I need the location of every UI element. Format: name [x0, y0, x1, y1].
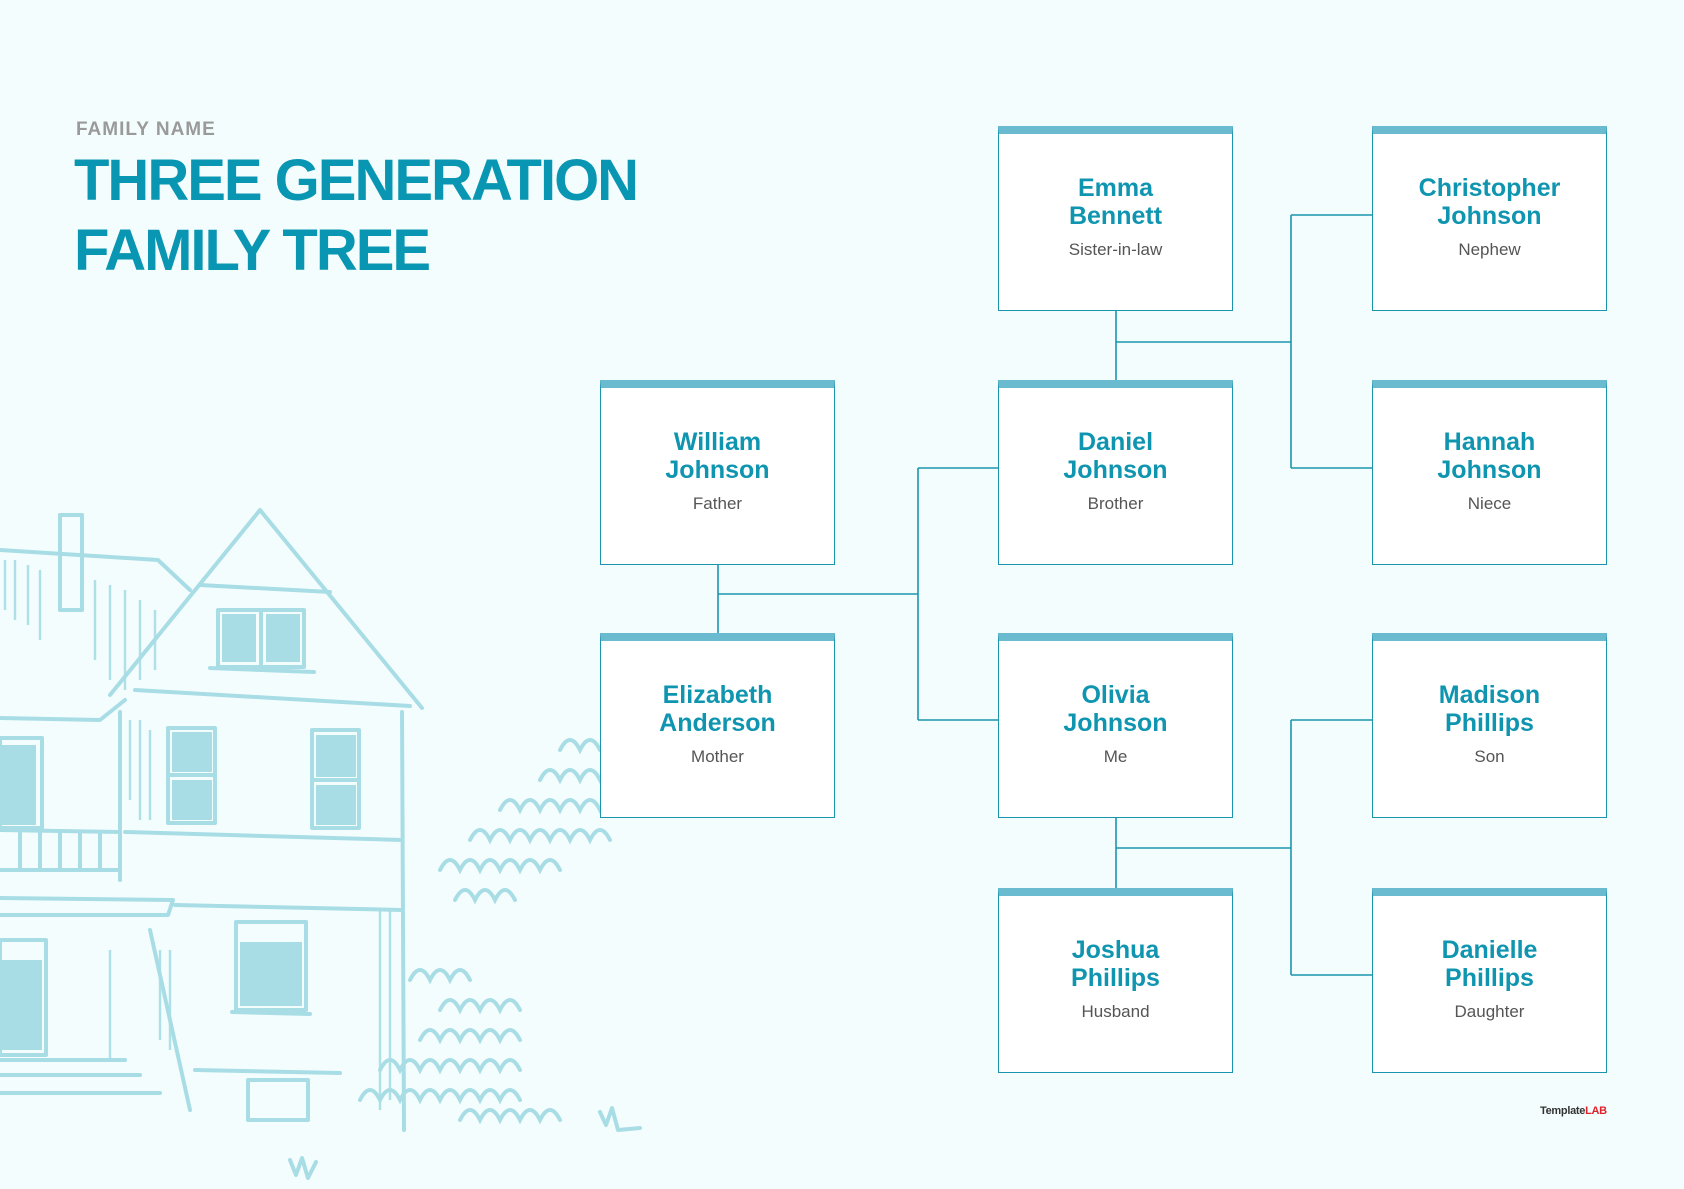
last-name: Phillips — [1071, 964, 1160, 992]
member-role: Husband — [1081, 1002, 1150, 1021]
title-line-1: THREE GENERATION — [74, 148, 639, 213]
first-name: Daniel — [1077, 428, 1154, 456]
member-card-elizabeth: Elizabeth Anderson Mother — [600, 633, 835, 818]
first-name: William — [673, 428, 762, 456]
member-name: Danielle Phillips — [1373, 936, 1606, 992]
member-role: Father — [692, 494, 743, 513]
member-role: Daughter — [1454, 1002, 1525, 1021]
first-name: Danielle — [1441, 936, 1538, 964]
templatelab-logo: TemplateLAB — [1540, 1105, 1607, 1117]
first-name: Christopher — [1418, 174, 1561, 202]
member-name: Joshua Phillips — [999, 936, 1232, 992]
member-card-christopher: Christopher Johnson Nephew — [1372, 126, 1607, 311]
last-name: Bennett — [1068, 202, 1163, 230]
first-name: Elizabeth — [662, 681, 773, 709]
member-card-danielle: Danielle Phillips Daughter — [1372, 888, 1607, 1073]
member-name: Emma Bennett — [999, 174, 1232, 230]
member-card-emma: Emma Bennett Sister-in-law — [998, 126, 1233, 311]
last-name: Johnson — [665, 456, 770, 484]
logo-text-template: Template — [1540, 1105, 1586, 1117]
first-name: Hannah — [1443, 428, 1536, 456]
member-card-hannah: Hannah Johnson Niece — [1372, 380, 1607, 565]
member-card-olivia: Olivia Johnson Me — [998, 633, 1233, 818]
member-name: Elizabeth Anderson — [601, 681, 834, 737]
last-name: Anderson — [659, 709, 776, 737]
first-name: Joshua — [1071, 936, 1160, 964]
last-name: Phillips — [1445, 964, 1534, 992]
member-name: Daniel Johnson — [999, 428, 1232, 484]
member-card-daniel: Daniel Johnson Brother — [998, 380, 1233, 565]
member-name: Olivia Johnson — [999, 681, 1232, 737]
member-card-william: William Johnson Father — [600, 380, 835, 565]
member-role: Mother — [691, 747, 744, 766]
title-line-2: FAMILY TREE — [74, 218, 431, 283]
last-name: Phillips — [1445, 709, 1534, 737]
member-card-madison: Madison Phillips Son — [1372, 633, 1607, 818]
member-role: Son — [1474, 747, 1505, 766]
member-name: Hannah Johnson — [1373, 428, 1606, 484]
member-role: Me — [1103, 747, 1128, 766]
first-name: Olivia — [1081, 681, 1150, 709]
last-name: Johnson — [1437, 202, 1542, 230]
first-name: Madison — [1438, 681, 1541, 709]
member-role: Niece — [1467, 494, 1512, 513]
member-card-joshua: Joshua Phillips Husband — [998, 888, 1233, 1073]
member-role: Sister-in-law — [1068, 240, 1163, 259]
house-illustration — [0, 508, 642, 1180]
family-name-label: FAMILY NAME — [76, 119, 216, 140]
member-name: Christopher Johnson — [1373, 174, 1606, 230]
logo-text-lab: LAB — [1585, 1105, 1607, 1117]
last-name: Johnson — [1063, 709, 1168, 737]
member-role: Brother — [1087, 494, 1144, 513]
first-name: Emma — [1077, 174, 1154, 202]
last-name: Johnson — [1063, 456, 1168, 484]
last-name: Johnson — [1437, 456, 1542, 484]
member-name: Madison Phillips — [1373, 681, 1606, 737]
page-title: THREE GENERATION FAMILY TREE — [74, 146, 639, 286]
member-role: Nephew — [1458, 240, 1521, 259]
member-name: William Johnson — [601, 428, 834, 484]
